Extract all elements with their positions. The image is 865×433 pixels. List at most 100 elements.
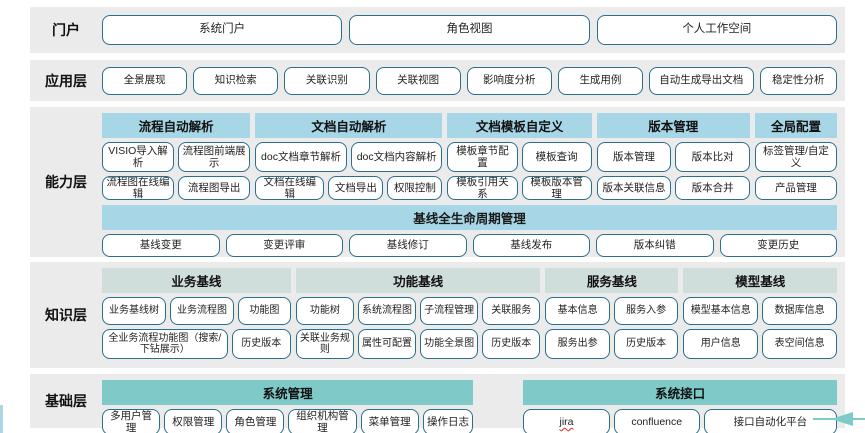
attribute-config-button[interactable]: 属性可配置 xyxy=(357,329,417,359)
baseline-release-button[interactable]: 基线发布 xyxy=(472,234,590,257)
doc-template-custom-header: 文档模板自定义 xyxy=(447,113,592,138)
relation-identify-button[interactable]: 关联识别 xyxy=(284,66,370,95)
process-auto-parse-header: 流程自动解析 xyxy=(102,113,251,138)
portal-layer-label: 门户 xyxy=(52,22,80,38)
function-diagram-button[interactable]: 功能图 xyxy=(238,297,291,325)
service-input-button[interactable]: 服务入参 xyxy=(613,297,679,325)
product-mgmt-button[interactable]: 产品管理 xyxy=(754,176,837,200)
business-baseline-group: 业务基线 业务基线树 业务流程图 功能图 全业务流程功能图（搜索/下钻展示） 历… xyxy=(102,268,291,359)
baseline-change-button[interactable]: 基线变更 xyxy=(102,234,220,257)
version-merge-button[interactable]: 版本合并 xyxy=(675,176,750,200)
global-config-group: 全局配置 标签管理/自定义 产品管理 xyxy=(754,113,837,200)
flowchart-online-edit-button[interactable]: 流程图在线编辑 xyxy=(102,176,175,200)
capability-layer-label: 能力层 xyxy=(45,174,87,190)
bottom-left-accent-line xyxy=(0,405,3,433)
application-layer-band: 应用层 全景展现 知识检索 关联识别 关联视图 影响度分析 生成用例 自动生成导… xyxy=(30,60,845,101)
application-layer-label: 应用层 xyxy=(45,72,87,89)
baseline-revise-button[interactable]: 基线修订 xyxy=(349,234,467,257)
portal-layer-band: 门户 系统门户 角色视图 个人工作空间 xyxy=(30,7,845,53)
permission-mgmt-button[interactable]: 权限管理 xyxy=(164,409,223,433)
template-chapter-config-button[interactable]: 模板章节配置 xyxy=(447,142,518,172)
model-basic-info-button[interactable]: 模型基本信息 xyxy=(683,297,759,325)
system-portal-button[interactable]: 系统门户 xyxy=(102,15,343,45)
change-history-button[interactable]: 变更历史 xyxy=(719,234,837,257)
flowchart-export-button[interactable]: 流程图导出 xyxy=(178,176,251,200)
model-baseline-header: 模型基线 xyxy=(683,268,837,293)
jira-button[interactable]: jira xyxy=(523,409,610,433)
doc-content-parse-button[interactable]: doc文档内容解析 xyxy=(350,142,443,172)
multi-user-mgmt-button[interactable]: 多用户管理 xyxy=(102,409,161,433)
doc-chapter-parse-button[interactable]: doc文档章节解析 xyxy=(255,142,347,172)
stability-analysis-button[interactable]: 稳定性分析 xyxy=(759,66,837,95)
tablespace-info-button[interactable]: 表空间信息 xyxy=(762,329,837,359)
menu-mgmt-button[interactable]: 菜单管理 xyxy=(360,409,419,433)
knowledge-layer-label: 知识层 xyxy=(45,307,87,323)
service-baseline-group: 服务基线 基本信息 服务入参 服务出参 历史版本 xyxy=(545,268,679,359)
function-baseline-header: 功能基线 xyxy=(295,268,541,293)
confluence-button[interactable]: confluence xyxy=(613,409,700,433)
version-mgmt-header: 版本管理 xyxy=(596,113,750,138)
baseline-lifecycle-header: 基线全生命周期管理 xyxy=(102,205,837,230)
auto-generate-export-doc-button[interactable]: 自动生成导出文档 xyxy=(649,66,754,95)
impact-analysis-button[interactable]: 影响度分析 xyxy=(466,66,552,95)
visio-import-parse-button[interactable]: VISIO导入解析 xyxy=(102,142,175,172)
full-business-flow-map-button[interactable]: 全业务流程功能图（搜索/下钻展示） xyxy=(102,329,228,359)
permission-control-button[interactable]: 权限控制 xyxy=(387,176,443,200)
template-query-button[interactable]: 模板查询 xyxy=(521,142,592,172)
service-baseline-header: 服务基线 xyxy=(545,268,679,293)
related-business-rule-button[interactable]: 关联业务规则 xyxy=(295,329,354,359)
system-flowchart-button[interactable]: 系统流程图 xyxy=(357,297,417,325)
relation-view-button[interactable]: 关联视图 xyxy=(375,66,461,95)
base-layer-band: 基础层 系统管理 多用户管理 权限管理 角色管理 组织机构管理 菜单管理 操作日… xyxy=(30,374,845,433)
service-output-button[interactable]: 服务出参 xyxy=(545,329,610,359)
doc-online-edit-button[interactable]: 文档在线编辑 xyxy=(255,176,325,200)
flowchart-front-display-button[interactable]: 流程图前端展示 xyxy=(178,142,251,172)
business-baseline-tree-button[interactable]: 业务基线树 xyxy=(102,297,166,325)
org-structure-mgmt-button[interactable]: 组织机构管理 xyxy=(288,409,357,433)
change-review-button[interactable]: 变更评审 xyxy=(225,234,343,257)
basic-info-button[interactable]: 基本信息 xyxy=(545,297,610,325)
corner-decoration xyxy=(0,0,38,38)
function-baseline-group: 功能基线 功能树 系统流程图 子流程管理 关联服务 关联业务规则 属性可配置 功… xyxy=(295,268,541,359)
business-baseline-header: 业务基线 xyxy=(102,268,291,293)
left-arrow-icon xyxy=(831,412,853,426)
base-layer-label: 基础层 xyxy=(45,393,87,409)
system-mgmt-header: 系统管理 xyxy=(102,380,474,405)
jira-label: jira xyxy=(559,415,574,428)
user-info-button[interactable]: 用户信息 xyxy=(683,329,759,359)
subprocess-mgmt-button[interactable]: 子流程管理 xyxy=(420,297,479,325)
doc-export-button[interactable]: 文档导出 xyxy=(328,176,384,200)
doc-auto-parse-group: 文档自动解析 doc文档章节解析 doc文档内容解析 文档在线编辑 文档导出 权… xyxy=(255,113,443,200)
interface-automation-platform-button[interactable]: 接口自动化平台 xyxy=(703,409,838,433)
personal-workspace-button[interactable]: 个人工作空间 xyxy=(596,15,837,45)
model-baseline-group: 模型基线 模型基本信息 数据库信息 用户信息 表空间信息 xyxy=(683,268,837,359)
template-version-mgmt-button[interactable]: 模板版本管理 xyxy=(521,176,592,200)
panorama-display-button[interactable]: 全景展现 xyxy=(102,66,188,95)
generate-usecase-button[interactable]: 生成用例 xyxy=(557,66,644,95)
system-mgmt-group: 系统管理 多用户管理 权限管理 角色管理 组织机构管理 菜单管理 操作日志 xyxy=(102,380,474,433)
function-panorama-button[interactable]: 功能全景图 xyxy=(420,329,479,359)
related-service-button[interactable]: 关联服务 xyxy=(482,297,541,325)
role-view-button[interactable]: 角色视图 xyxy=(349,15,590,45)
knowledge-layer-band: 知识层 业务基线 业务基线树 业务流程图 功能图 全业务流程功能图（搜索/下钻展… xyxy=(30,262,845,368)
role-mgmt-button[interactable]: 角色管理 xyxy=(226,409,285,433)
business-flowchart-button[interactable]: 业务流程图 xyxy=(170,297,234,325)
version-compare-button[interactable]: 版本比对 xyxy=(675,142,750,172)
doc-template-custom-group: 文档模板自定义 模板章节配置 模板查询 模板引用关系 模板版本管理 xyxy=(447,113,592,200)
template-reference-button[interactable]: 模板引用关系 xyxy=(447,176,518,200)
history-version-button[interactable]: 历史版本 xyxy=(231,329,291,359)
system-interface-header: 系统接口 xyxy=(523,380,837,405)
history-version-button[interactable]: 历史版本 xyxy=(613,329,679,359)
database-info-button[interactable]: 数据库信息 xyxy=(762,297,837,325)
version-correct-button[interactable]: 版本纠错 xyxy=(596,234,714,257)
version-relation-info-button[interactable]: 版本关联信息 xyxy=(596,176,672,200)
operation-log-button[interactable]: 操作日志 xyxy=(422,409,474,433)
doc-auto-parse-header: 文档自动解析 xyxy=(255,113,443,138)
process-auto-parse-group: 流程自动解析 VISIO导入解析 流程图前端展示 流程图在线编辑 流程图导出 xyxy=(102,113,251,200)
history-version-button[interactable]: 历史版本 xyxy=(482,329,541,359)
version-mgmt-button[interactable]: 版本管理 xyxy=(596,142,672,172)
knowledge-search-button[interactable]: 知识检索 xyxy=(193,66,279,95)
capability-layer-band: 能力层 流程自动解析 VISIO导入解析 流程图前端展示 流程图在线编辑 流程图… xyxy=(30,107,845,257)
tag-mgmt-custom-button[interactable]: 标签管理/自定义 xyxy=(754,142,837,172)
function-tree-button[interactable]: 功能树 xyxy=(295,297,354,325)
